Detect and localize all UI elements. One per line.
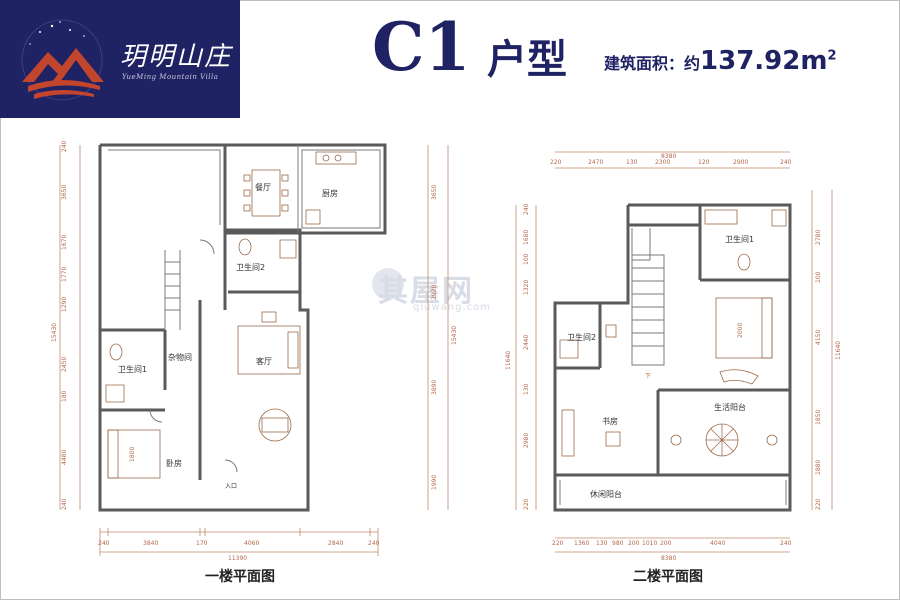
- f1-dim-b0: 240: [98, 540, 110, 547]
- f1-left-dims: 240 3650 1670 1770 1290 2450 180 4480 24…: [51, 140, 68, 510]
- svg-text:130: 130: [626, 159, 638, 166]
- brand-subtitle: YueMing Mountain Villa: [122, 73, 219, 81]
- svg-text:100: 100: [523, 253, 530, 265]
- floor1-title: 一楼平面图: [205, 569, 275, 585]
- room-kitchen: 厨房: [322, 188, 338, 198]
- svg-text:220: 220: [550, 159, 562, 166]
- f2-room-study: 书房: [602, 416, 618, 426]
- svg-text:11640: 11640: [835, 341, 842, 360]
- svg-text:240: 240: [523, 203, 530, 215]
- svg-text:4150: 4150: [815, 330, 822, 345]
- svg-text:130: 130: [596, 540, 608, 547]
- brand-logo: 玥明山庄 YueMing Mountain Villa: [0, 0, 240, 118]
- svg-text:120: 120: [698, 159, 710, 166]
- unit-code: C1: [372, 8, 471, 86]
- f1-dim-total: 11390: [228, 555, 247, 562]
- room-entry: 入口: [225, 483, 237, 490]
- f2-left-dims: 240 1680 100 1320 2440 130 2980 220 1164…: [505, 203, 530, 510]
- f1-dim-b5: 240: [368, 540, 380, 547]
- watermark-sub: qiuwang.com: [413, 302, 491, 313]
- svg-text:130: 130: [523, 383, 530, 395]
- svg-text:240: 240: [780, 540, 792, 547]
- svg-text:1990: 1990: [431, 475, 438, 490]
- svg-text:200: 200: [660, 540, 672, 547]
- svg-text:4040: 4040: [710, 540, 725, 547]
- f2-dim-bottom-total: 8380: [661, 555, 676, 562]
- svg-text:2470: 2470: [588, 159, 603, 166]
- svg-text:1290: 1290: [61, 297, 68, 312]
- f2-top-dims: 220 2470 130 2300 120 2900 240: [550, 159, 792, 166]
- f1-dim-b2: 170: [196, 540, 208, 547]
- f1-dim-b3: 4060: [244, 540, 259, 547]
- f2-room-life-balcony: 生活阳台: [714, 402, 746, 412]
- svg-text:2920: 2920: [431, 285, 438, 300]
- svg-text:1680: 1680: [523, 230, 530, 245]
- svg-text:1770: 1770: [61, 267, 68, 282]
- floor2-title: 二楼平面图: [633, 569, 703, 585]
- svg-text:2780: 2780: [815, 230, 822, 245]
- f1-dim-b4: 2840: [328, 540, 343, 547]
- room-bath1: 卫生间1: [118, 364, 147, 374]
- svg-text:1670: 1670: [61, 235, 68, 250]
- floor-area: 建筑面积：约137.92m2: [604, 46, 837, 76]
- svg-text:15430: 15430: [451, 326, 458, 345]
- svg-text:240: 240: [61, 498, 68, 510]
- svg-text:2300: 2300: [655, 159, 670, 166]
- svg-text:1010: 1010: [642, 540, 657, 547]
- room-dining: 餐厅: [255, 183, 271, 192]
- svg-text:240: 240: [780, 159, 792, 166]
- svg-text:1360: 1360: [574, 540, 589, 547]
- svg-text:2440: 2440: [523, 335, 530, 350]
- unit-type-label: 户型: [487, 36, 567, 83]
- bed-size-2: 2000: [737, 323, 744, 338]
- watermark-logo-icon: [372, 268, 404, 300]
- svg-text:220: 220: [552, 540, 564, 547]
- svg-text:2450: 2450: [61, 357, 68, 372]
- room-living: 客厅: [256, 356, 272, 366]
- f2-room-leisure-balcony: 休闲阳台: [590, 489, 622, 499]
- brand-name: 玥明山庄: [120, 42, 233, 72]
- f1-dim-b1: 3840: [143, 540, 158, 547]
- svg-text:180: 180: [61, 390, 68, 402]
- svg-text:1320: 1320: [523, 280, 530, 295]
- mountain-logo-icon: [21, 19, 104, 101]
- area-value: 137.92: [700, 46, 801, 76]
- svg-text:220: 220: [815, 498, 822, 510]
- svg-text:2900: 2900: [733, 159, 748, 166]
- svg-text:15430: 15430: [51, 323, 58, 342]
- floor2-plan: 下 卫生间1 卫生间2 书房 生活阳台 休闲阳台 2000: [505, 151, 842, 562]
- svg-text:100: 100: [815, 271, 822, 283]
- watermark-text: 其屋网: [378, 274, 474, 309]
- svg-text:4480: 4480: [61, 450, 68, 465]
- f1-right-dims: 3650 2920 3890 1990 15430: [431, 185, 458, 490]
- svg-text:11640: 11640: [505, 351, 512, 370]
- floor1-plan: 餐厅 厨房 卫生间2 杂物间 卫生间1 客厅 卧房 入口 1800 240 38…: [51, 140, 458, 562]
- f2-bottom-dims: 220 1360 130 980 200 1010 200 4040 240: [552, 540, 792, 547]
- area-label: 建筑面积：约: [604, 54, 701, 73]
- f2-right-dims: 2780 100 4150 1850 1880 220 11640: [815, 230, 842, 510]
- svg-text:980: 980: [612, 540, 624, 547]
- f2-room-bath2: 卫生间2: [567, 332, 596, 342]
- svg-text:1850: 1850: [815, 410, 822, 425]
- svg-text:2980: 2980: [523, 433, 530, 448]
- room-bedroom: 卧房: [166, 458, 182, 468]
- f2-dim-top-total: 8380: [661, 153, 676, 160]
- f2-room-bath1: 卫生间1: [725, 234, 754, 244]
- svg-text:220: 220: [523, 498, 530, 510]
- svg-text:200: 200: [628, 540, 640, 547]
- svg-text:3650: 3650: [61, 185, 68, 200]
- svg-text:3890: 3890: [431, 380, 438, 395]
- room-bath2: 卫生间2: [236, 262, 265, 272]
- area-unit: m2: [800, 46, 837, 76]
- svg-text:240: 240: [61, 140, 68, 152]
- svg-text:1880: 1880: [815, 460, 822, 475]
- stair-mark: 下: [645, 373, 651, 380]
- room-storage: 杂物间: [168, 352, 192, 362]
- bed-size-1: 1800: [129, 447, 136, 462]
- svg-text:3650: 3650: [431, 185, 438, 200]
